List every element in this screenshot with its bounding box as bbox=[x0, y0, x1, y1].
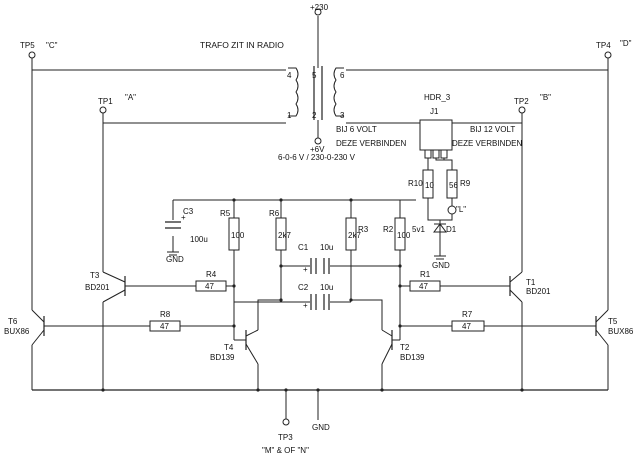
led-tag: "L" bbox=[456, 205, 466, 214]
r1-label: R1 bbox=[420, 270, 431, 279]
junctions bbox=[101, 198, 524, 392]
c2-plus: + bbox=[303, 301, 308, 310]
r4-label: R4 bbox=[206, 270, 217, 279]
j1-header bbox=[419, 119, 453, 151]
r9-label: R9 bbox=[460, 179, 471, 188]
r5-value: 100 bbox=[231, 231, 245, 240]
c1-plus: + bbox=[303, 265, 308, 274]
supply-label: +230 bbox=[310, 3, 329, 12]
resistor-bodies bbox=[149, 169, 485, 332]
t3-label: T3 bbox=[90, 271, 100, 280]
note-12v-line2: DEZE VERBINDEN bbox=[452, 139, 522, 148]
t2-type: BD139 bbox=[400, 353, 425, 362]
test-point-circles bbox=[28, 8, 612, 426]
note-6v-line2: DEZE VERBINDEN bbox=[336, 139, 406, 148]
t2-label: T2 bbox=[400, 343, 410, 352]
tp1-tag: "A" bbox=[125, 93, 136, 102]
c1-value: 10u bbox=[320, 243, 333, 252]
c3-label: C3 bbox=[183, 207, 194, 216]
t1-type: BD201 bbox=[526, 287, 551, 296]
c2-label: C2 bbox=[298, 283, 309, 292]
tp3-tag: "M" & OF "N" bbox=[262, 446, 309, 455]
r10-value: 10 bbox=[425, 181, 434, 190]
r6-value: 2k7 bbox=[278, 231, 291, 240]
transformer bbox=[288, 66, 344, 120]
r7-label: R7 bbox=[462, 310, 473, 319]
pin-5: 5 bbox=[312, 71, 317, 80]
c3-plus: + bbox=[181, 213, 186, 222]
tp5-tag: "C" bbox=[46, 41, 58, 50]
led-and-zener bbox=[433, 205, 457, 233]
r3-value: 2k7 bbox=[348, 231, 361, 240]
r4-value: 47 bbox=[205, 282, 214, 291]
r1-value: 47 bbox=[419, 282, 428, 291]
d1-value: 5v1 bbox=[412, 225, 425, 234]
wires bbox=[31, 16, 609, 420]
tp3-label: TP3 bbox=[278, 433, 293, 442]
r8-label: R8 bbox=[160, 310, 171, 319]
pin-1: 1 bbox=[287, 111, 292, 120]
pin-2: 2 bbox=[312, 111, 317, 120]
transformer-rating: 6-0-6 V / 230-0-230 V bbox=[278, 153, 356, 162]
r2-label: R2 bbox=[383, 225, 394, 234]
t6-label: T6 bbox=[8, 317, 18, 326]
t5-type: BUX86 bbox=[608, 327, 634, 336]
r7-value: 47 bbox=[462, 322, 471, 331]
note-6v-line1: BIJ 6 VOLT bbox=[336, 125, 377, 134]
r8-value: 47 bbox=[160, 322, 169, 331]
r5-label: R5 bbox=[220, 209, 231, 218]
d1-label: D1 bbox=[446, 225, 457, 234]
pin-4: 4 bbox=[287, 71, 292, 80]
pin-6: 6 bbox=[340, 71, 345, 80]
tp2-label: TP2 bbox=[514, 97, 529, 106]
j1-label: J1 bbox=[430, 107, 439, 116]
gnd-c3: GND bbox=[166, 255, 184, 264]
transformer-note: TRAFO ZIT IN RADIO bbox=[200, 40, 284, 50]
gnd-bottom: GND bbox=[312, 423, 330, 432]
tp4-tag: "D" bbox=[620, 39, 632, 48]
tp2-tag: "B" bbox=[540, 93, 551, 102]
t5-label: T5 bbox=[608, 317, 618, 326]
c2-value: 10u bbox=[320, 283, 333, 292]
tp5-label: TP5 bbox=[20, 41, 35, 50]
c1-label: C1 bbox=[298, 243, 309, 252]
r9-value: 56 bbox=[449, 181, 458, 190]
t3-type: BD201 bbox=[85, 283, 110, 292]
t1-label: T1 bbox=[526, 278, 536, 287]
t4-label: T4 bbox=[224, 343, 234, 352]
transistor-symbols bbox=[31, 271, 609, 365]
t4-type: BD139 bbox=[210, 353, 235, 362]
r10-label: R10 bbox=[408, 179, 423, 188]
capacitors bbox=[165, 221, 446, 310]
gnd-d1: GND bbox=[432, 261, 450, 270]
tp4-label: TP4 bbox=[596, 41, 611, 50]
r6-label: R6 bbox=[269, 209, 280, 218]
r2-value: 100 bbox=[397, 231, 411, 240]
hdr-label: HDR_3 bbox=[424, 93, 451, 102]
pin-3: 3 bbox=[340, 111, 345, 120]
t6-type: BUX86 bbox=[4, 327, 30, 336]
r3-label: R3 bbox=[358, 225, 369, 234]
c3-value: 100u bbox=[190, 235, 208, 244]
tp1-label: TP1 bbox=[98, 97, 113, 106]
note-12v-line1: BIJ 12 VOLT bbox=[470, 125, 515, 134]
plus6v-label: +6V bbox=[310, 145, 325, 154]
